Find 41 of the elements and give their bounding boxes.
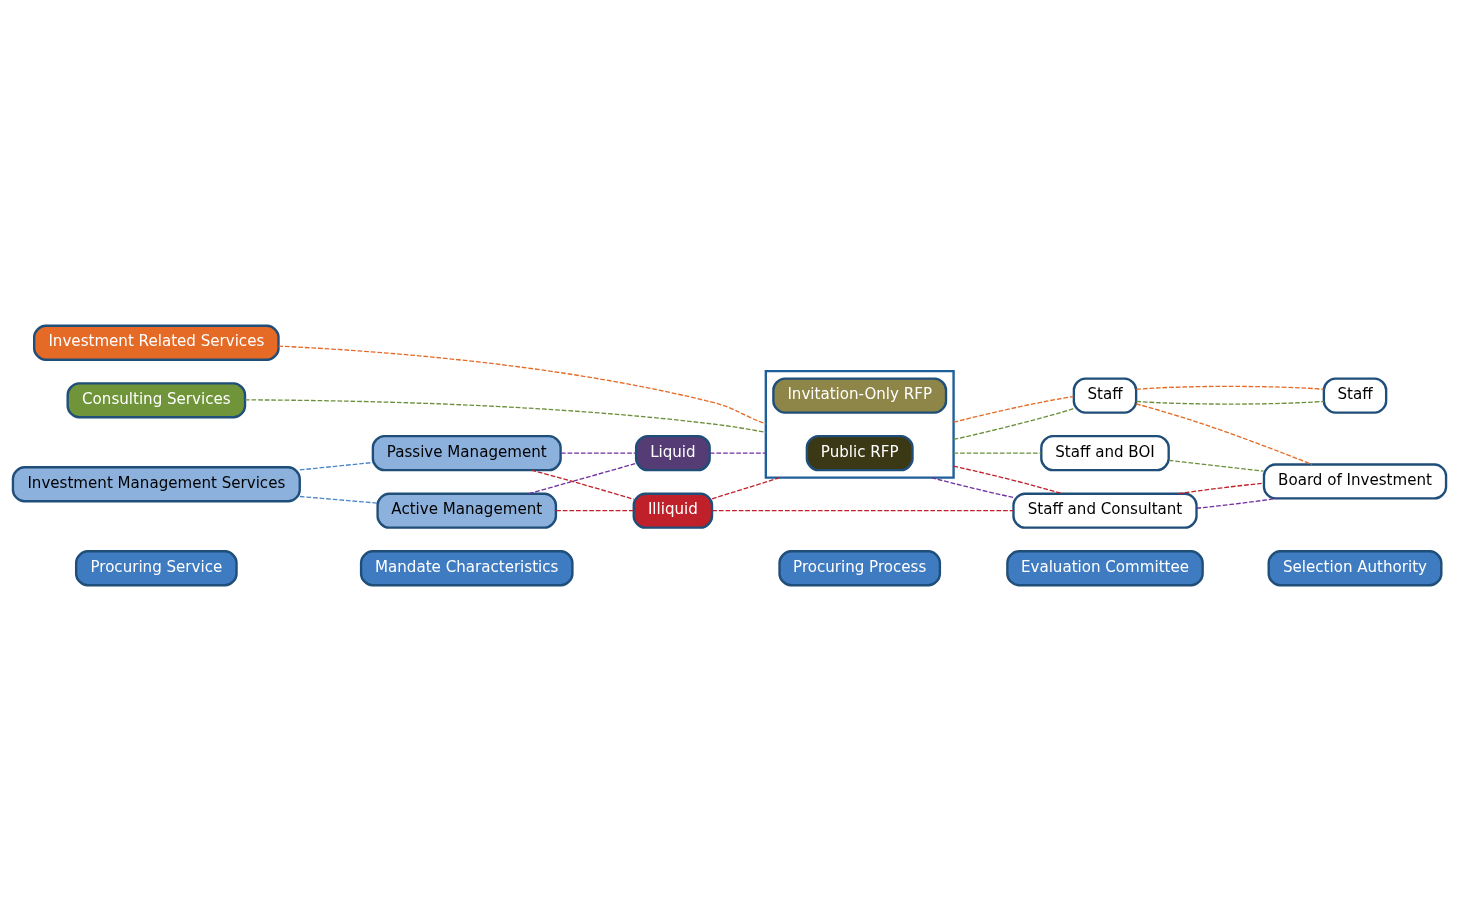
node-box: Liquid xyxy=(634,434,711,471)
node-box: Public RFP xyxy=(805,434,914,471)
connector xyxy=(560,451,637,454)
node-box: Active Management xyxy=(376,492,558,529)
node-box: Procuring Service xyxy=(74,549,238,586)
connector xyxy=(555,509,635,511)
connector xyxy=(277,344,767,425)
node-box: Selection Authority xyxy=(1267,549,1443,586)
connector xyxy=(1177,482,1265,494)
connector xyxy=(528,462,637,494)
connector xyxy=(952,395,1075,423)
node-box: Staff xyxy=(1072,376,1138,414)
node-box: Invitation-Only RFP xyxy=(772,376,948,414)
connector xyxy=(530,468,635,500)
connector xyxy=(1168,459,1265,472)
node-box: Evaluation Committee xyxy=(1006,549,1204,586)
node-box: Investment Related Services xyxy=(33,324,280,361)
node-box: Staff and Consultant xyxy=(1012,492,1198,529)
connector xyxy=(1195,497,1278,509)
node-box: Staff xyxy=(1322,376,1388,414)
connector xyxy=(952,407,1075,440)
connector xyxy=(952,451,1042,454)
connector xyxy=(709,451,767,454)
node-box: Staff and BOI xyxy=(1040,434,1170,471)
connector xyxy=(1135,385,1325,390)
node-box: Board of Investment xyxy=(1262,462,1448,500)
connector xyxy=(299,495,378,504)
connector xyxy=(1135,402,1313,465)
node-box: Illiquid xyxy=(632,492,714,529)
connector xyxy=(1135,400,1325,405)
node-box: Investment Management Services xyxy=(11,465,301,502)
connector xyxy=(244,398,767,433)
cluster xyxy=(764,369,955,479)
connector xyxy=(711,476,781,499)
node-box: Mandate Characteristics xyxy=(359,549,574,586)
connector xyxy=(711,509,1014,511)
node-box: Consulting Services xyxy=(66,381,247,418)
connector xyxy=(930,476,1015,498)
node-box: Passive Management xyxy=(371,434,562,471)
connector xyxy=(299,461,374,471)
node-box: Procuring Process xyxy=(778,549,942,586)
